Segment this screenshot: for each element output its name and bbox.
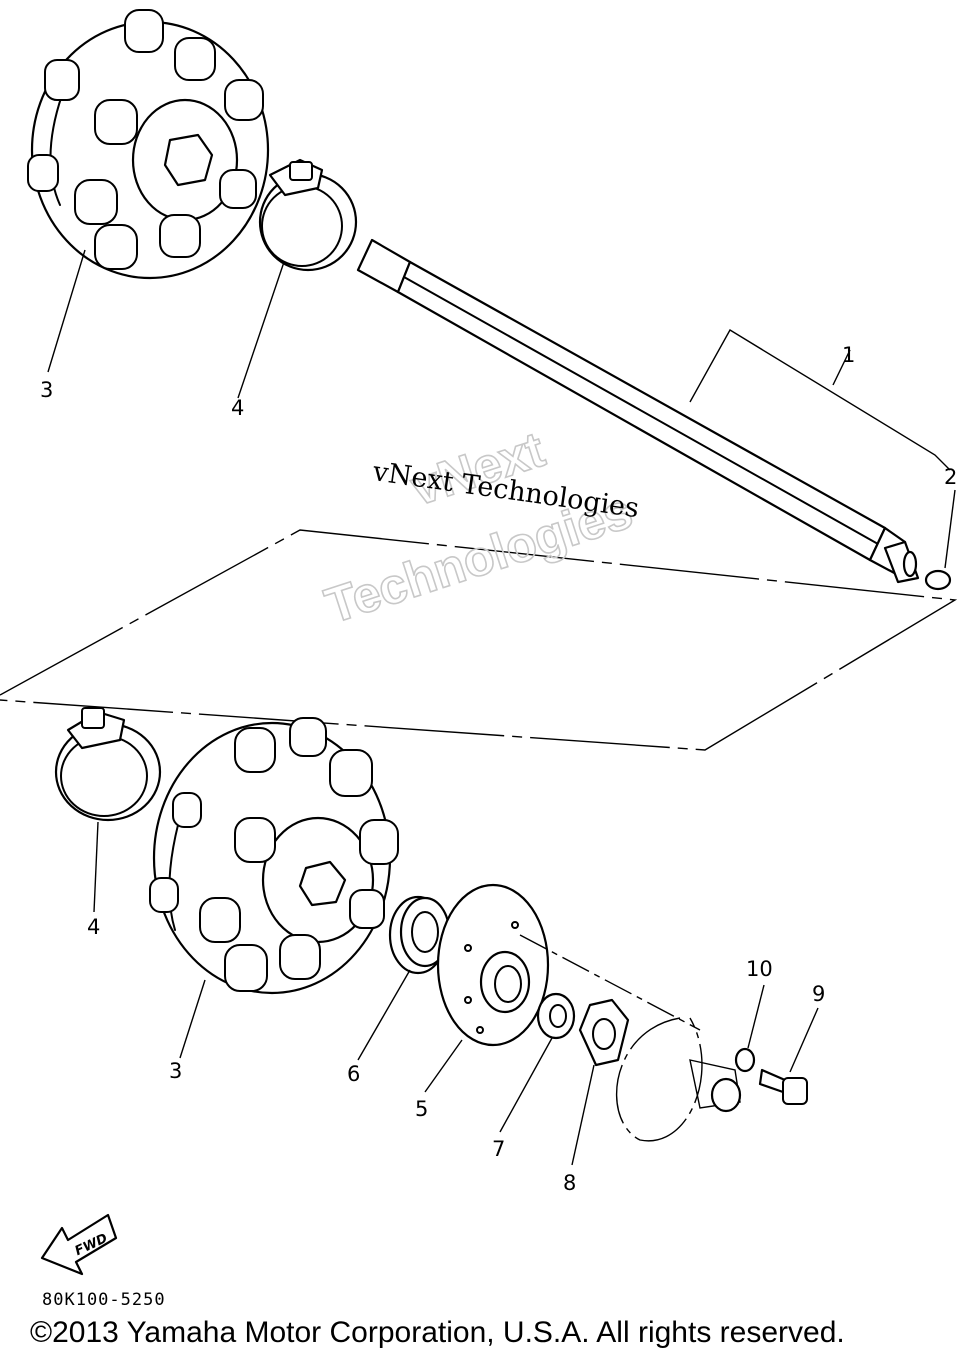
lower-clamp: [54, 707, 162, 822]
callout-upper-clamp: 4: [231, 396, 244, 420]
bearing-housing: [436, 883, 550, 1047]
lock-washer: [734, 1047, 756, 1073]
callout-upper-sprocket: 3: [40, 378, 53, 402]
leader-lines: [47, 249, 819, 1166]
washer: [536, 992, 576, 1040]
callout-lower-clamp: 4: [87, 915, 100, 939]
callout-lock-washer: 10: [746, 957, 773, 981]
fwd-arrow-icon: FWD: [40, 1213, 118, 1276]
watermark: vNext Technologies vNext Technologies: [318, 420, 641, 635]
upper-clamp: [258, 158, 358, 272]
bearing: [388, 895, 451, 975]
assembly-plane-outline: [0, 529, 958, 751]
callout-shaft: 1: [842, 343, 855, 367]
callout-housing: 5: [415, 1097, 428, 1121]
bolt: [758, 1068, 808, 1105]
callout-bolt: 9: [812, 982, 825, 1006]
callout-nut: 8: [563, 1171, 576, 1195]
drive-shaft: [356, 238, 952, 591]
end-plate: [519, 934, 742, 1142]
nut: [578, 998, 630, 1067]
upper-sprocket: [27, 9, 270, 280]
callout-plug: 2: [944, 465, 957, 489]
part-code: 80K100-5250: [42, 1290, 166, 1310]
callout-washer: 7: [492, 1137, 505, 1161]
callout-bearing: 6: [347, 1062, 360, 1086]
copyright-notice: ©2013 Yamaha Motor Corporation, U.S.A. A…: [30, 1316, 845, 1349]
lower-sprocket: [149, 717, 399, 995]
callout-lower-sprocket: 3: [169, 1059, 182, 1083]
